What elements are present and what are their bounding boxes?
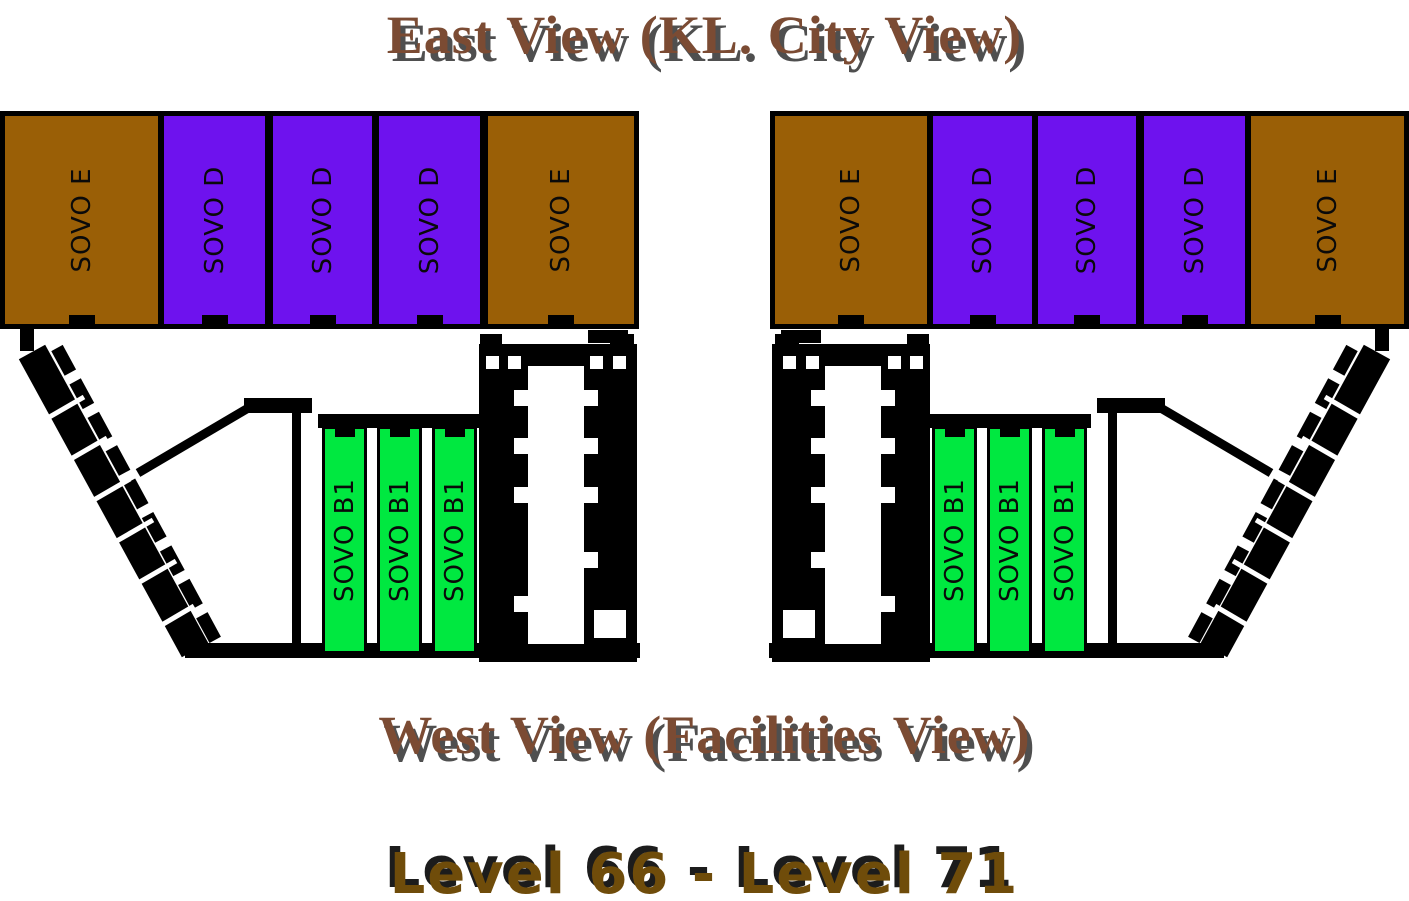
door-notch [201, 315, 228, 324]
unit-sovo-d[interactable]: SOVO D [273, 116, 372, 324]
unit-sovo-d[interactable]: SOVO D [1038, 116, 1136, 324]
door-notch [838, 315, 864, 324]
unit-sovo-b1[interactable]: SOVO B1 [377, 426, 422, 654]
unit-sovo-d[interactable]: SOVO D [933, 116, 1032, 324]
unit-sovo-d[interactable]: SOVO D [164, 116, 265, 324]
unit-sovo-b1[interactable]: SOVO B1 [1042, 426, 1087, 654]
unit-sovo-b1[interactable]: SOVO B1 [322, 426, 367, 654]
door-notch [969, 315, 996, 324]
unit-sovo-d[interactable]: SOVO D [379, 116, 480, 324]
door-notch [944, 429, 965, 437]
unit-label: SOVO B1 [939, 478, 970, 602]
tower-block-right: SOVO E SOVO D SOVO D SOVO D SOVO E [770, 111, 1409, 329]
unit-label: SOVO B1 [439, 478, 470, 602]
level-range-label: Level 66 - Level 71 [389, 842, 1020, 901]
unit-label: SOVO B1 [1049, 478, 1080, 602]
unit-sovo-d[interactable]: SOVO D [1144, 116, 1245, 324]
unit-sovo-e[interactable]: SOVO E [488, 116, 634, 324]
door-notch [309, 315, 336, 324]
west-view-title: West View (Facilities View) [378, 705, 1031, 765]
unit-label: SOVO B1 [329, 478, 360, 602]
unit-sovo-e[interactable]: SOVO E [5, 116, 158, 324]
door-notch [334, 429, 355, 437]
door-notch [1074, 315, 1100, 324]
door-notch [548, 315, 574, 324]
door-notch [389, 429, 410, 437]
unit-sovo-e[interactable]: SOVO E [775, 116, 927, 324]
unit-label: SOVO B1 [384, 478, 415, 602]
unit-sovo-e[interactable]: SOVO E [1251, 116, 1404, 324]
tower-block-left: SOVO E SOVO D SOVO D SOVO D SOVO E [0, 111, 639, 329]
unit-label: SOVO B1 [994, 478, 1025, 602]
east-view-title: East View (KL. City View) [386, 5, 1023, 65]
door-notch [68, 315, 95, 324]
unit-sovo-b1[interactable]: SOVO B1 [932, 426, 977, 654]
door-notch [444, 429, 465, 437]
door-notch [416, 315, 443, 324]
unit-sovo-b1[interactable]: SOVO B1 [432, 426, 477, 654]
unit-sovo-b1[interactable]: SOVO B1 [987, 426, 1032, 654]
door-notch [999, 429, 1020, 437]
door-notch [1181, 315, 1208, 324]
door-notch [1314, 315, 1341, 324]
door-notch [1054, 429, 1075, 437]
